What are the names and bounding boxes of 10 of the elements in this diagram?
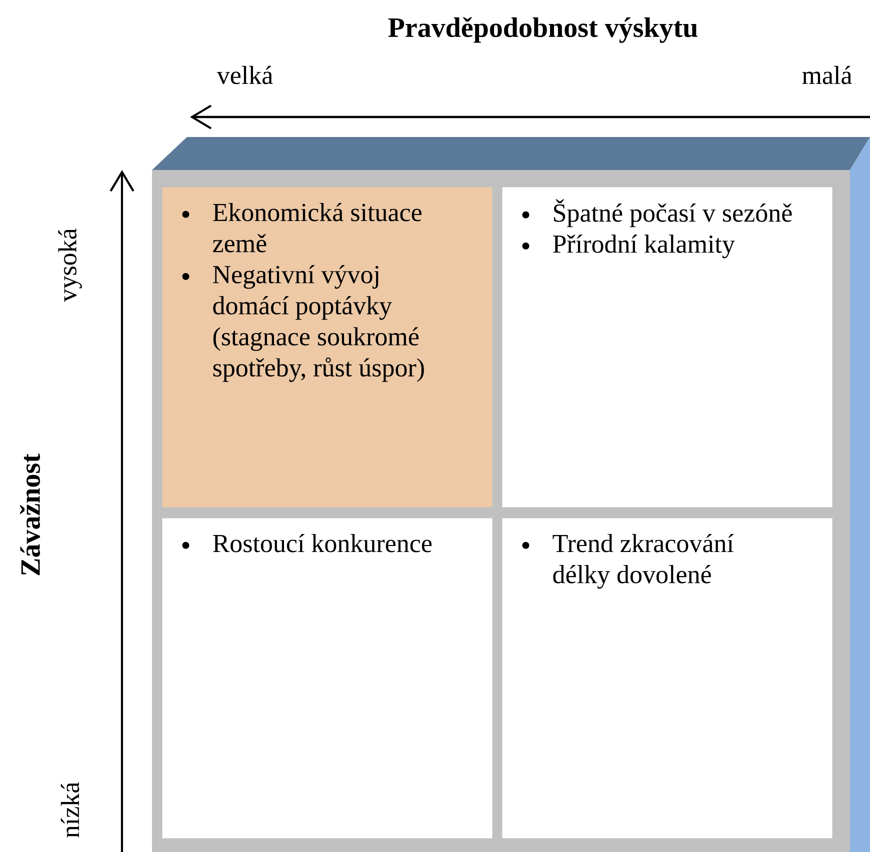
matrix-cell: Rostoucí konkurence — [162, 518, 492, 838]
axis-label: vysoká — [58, 228, 82, 302]
matrix-cell: Trend zkracování délky dovolené — [502, 518, 832, 838]
axis-label: nízká — [60, 782, 80, 838]
matrix-cell: Špatné počasí v sezóně Přírodní kalamity — [502, 187, 832, 508]
axis-label: malá — [802, 66, 852, 84]
axis-title: Závažnost — [20, 454, 40, 576]
matrix-cell: Ekonomická situace země Negativní vývoj domácí poptávky (stagnace soukromé spotřeby, růst úspor) — [162, 187, 492, 508]
axis-title: Pravděpodobnost výskytu — [388, 17, 698, 43]
axis-label: velká — [216, 66, 273, 84]
